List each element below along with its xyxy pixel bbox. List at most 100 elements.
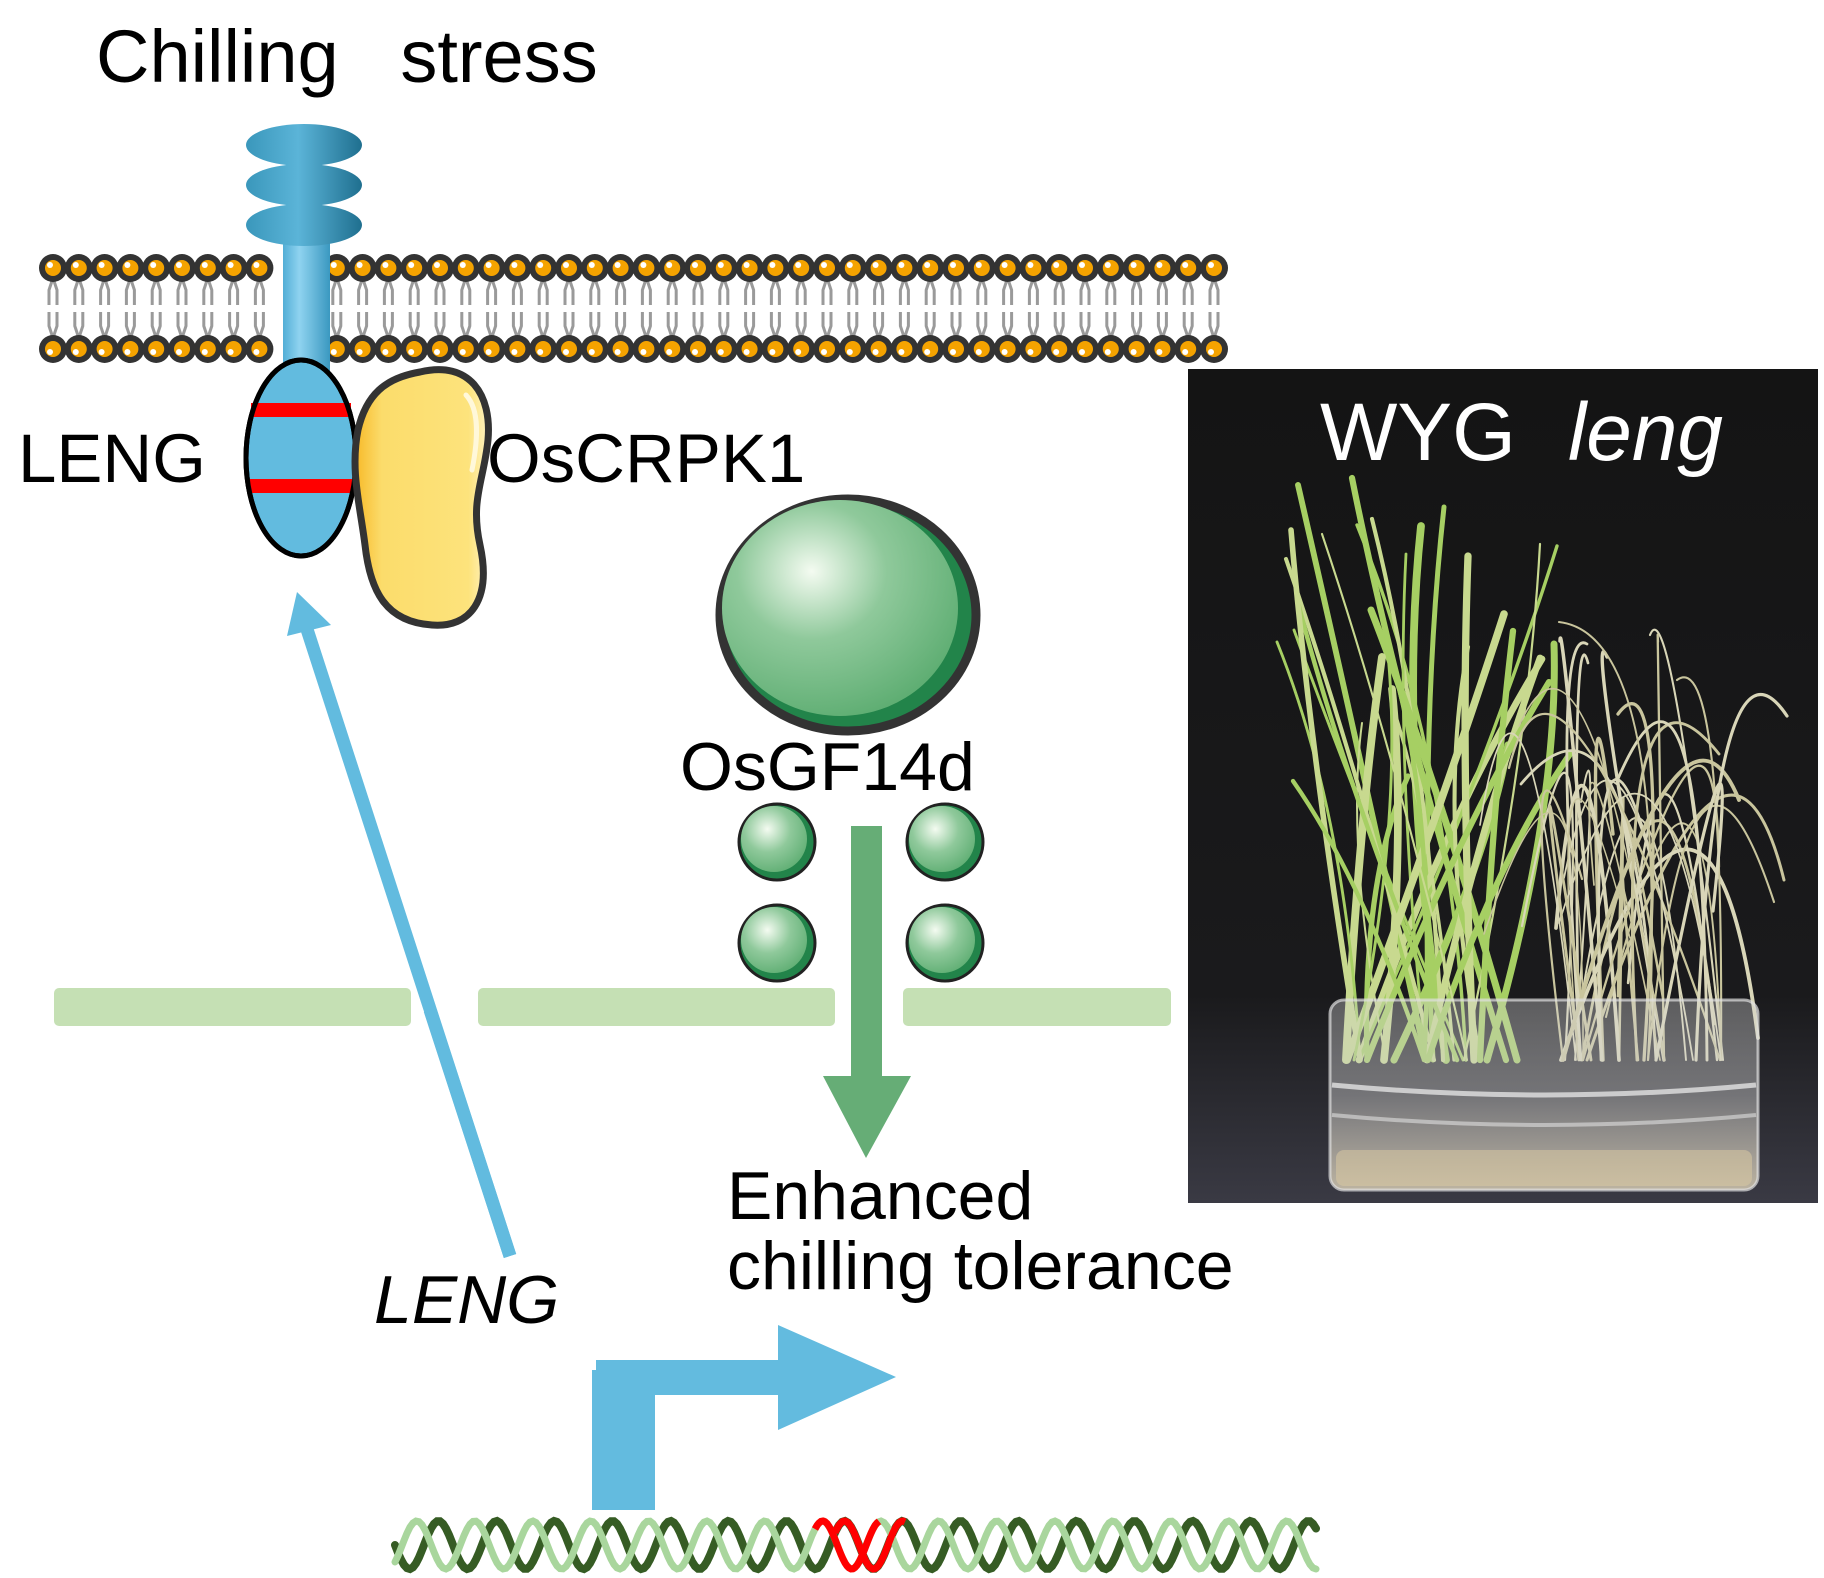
rice-leaf-mutant (1483, 811, 1584, 1061)
lipid-head (864, 335, 893, 363)
stimulus-label: Chilling stress (96, 15, 598, 98)
lipid-head (1122, 335, 1151, 363)
lipid-head (1096, 335, 1125, 363)
lipid-tail (47, 277, 59, 339)
osgf14d-small-spheres (737, 802, 985, 983)
small-sphere (905, 903, 985, 983)
small-sphere (737, 802, 817, 882)
receptor-stalk (283, 230, 330, 380)
lipid-head (735, 254, 764, 282)
lipid-tail (615, 277, 627, 339)
dna-mutation-site (811, 1517, 882, 1573)
lipid-head (787, 335, 816, 363)
rice-leaf-mutant (1616, 796, 1625, 1062)
lipid-tail (1079, 277, 1091, 339)
rice-leaf-wildtype (1320, 532, 1469, 1062)
hydroponic-container (1328, 998, 1760, 1192)
lipid-head (529, 335, 558, 363)
nuclear-membrane-segment (54, 988, 411, 1026)
lipid-head (606, 254, 635, 282)
lipid-tail (666, 277, 678, 339)
lipid-tail (486, 277, 498, 339)
lipid-tail (99, 277, 111, 339)
lipid-tail (382, 277, 394, 339)
lipid-head (477, 335, 506, 363)
lipid-tail (511, 277, 523, 339)
lipid-tail (1053, 277, 1065, 339)
rice-leaf-mutant (1507, 712, 1722, 1062)
lipid-head (90, 335, 119, 363)
lipid-head (529, 254, 558, 282)
rice-leaf-wildtype (1275, 640, 1362, 1062)
rice-leaf-mutant (1575, 653, 1590, 1062)
rice-leaf-wildtype (1283, 556, 1437, 1063)
oscrpk1-kinase-shape (351, 366, 492, 629)
lipid-head (684, 254, 712, 282)
lipid-head (503, 335, 532, 363)
rice-leaf-mutant (1518, 687, 1665, 1061)
lipid-head (942, 335, 970, 363)
lipid-head (916, 254, 945, 282)
rice-leaf-wildtype (1401, 552, 1428, 1062)
lipid-head (142, 335, 171, 363)
lipid-head (348, 254, 377, 282)
leng-receptor (243, 124, 362, 559)
rice-leaf-wildtype (1384, 640, 1430, 1063)
lipid-head (400, 335, 429, 363)
lipid-head (735, 335, 764, 363)
rice-leaf-wildtype (1462, 542, 1542, 1062)
rice-leaf-wildtype (1423, 654, 1544, 1064)
lipid-tail (1208, 277, 1220, 339)
lipid-tail (950, 277, 962, 339)
lipid-tail (795, 277, 807, 339)
lipid-tail (176, 277, 188, 339)
lipid-head (1200, 254, 1228, 282)
rice-leaf-wildtype (1461, 552, 1478, 1064)
lipid-head (580, 335, 609, 363)
lipid-tail (692, 277, 704, 339)
lipid-head (580, 254, 609, 282)
lipid-head (993, 254, 1022, 282)
lipid-head (1019, 254, 1048, 282)
lipid-tail (124, 277, 136, 339)
lipid-head (967, 335, 996, 363)
lipid-head (1045, 254, 1074, 282)
lipid-head (64, 335, 93, 363)
lipid-head (1096, 254, 1125, 282)
rice-leaf-wildtype (1352, 617, 1394, 1062)
lipid-head (142, 254, 171, 282)
lipid-head (942, 254, 970, 282)
lipid-head (451, 335, 480, 363)
arrow-head (287, 592, 331, 636)
lipid-tail (357, 277, 369, 339)
lipid-head (1148, 254, 1177, 282)
plant-photo: WYG leng (1188, 369, 1818, 1203)
kinase-label: OsCRPK1 (487, 420, 805, 497)
nuclear-membrane (54, 988, 1171, 1026)
adaptor-label: OsGF14d (680, 729, 975, 805)
receptor-disc (246, 124, 362, 166)
lipid-tail (537, 277, 549, 339)
lipid-head (451, 254, 480, 282)
lipid-tail (589, 277, 601, 339)
rice-leaf-mutant (1654, 782, 1724, 1062)
small-sphere (737, 903, 817, 983)
photo-label-mutant: leng (1568, 387, 1723, 478)
lipid-head (374, 335, 403, 363)
rice-leaf-mutant (1585, 793, 1786, 1062)
lipid-head (193, 335, 222, 363)
receptor-disc (246, 204, 362, 246)
rice-leaf-mutant (1630, 721, 1721, 1062)
receptor-disc (246, 164, 362, 206)
lipid-head (632, 335, 661, 363)
lipid-head (168, 254, 196, 282)
lipid-head (632, 254, 661, 282)
lipid-tail (769, 277, 781, 339)
kidney-highlight (463, 392, 480, 473)
rice-leaf-wildtype (1476, 627, 1517, 1064)
lipid-head (658, 254, 687, 282)
lipid-tail (898, 277, 910, 339)
lipid-head (993, 335, 1022, 363)
lipid-head (193, 254, 222, 282)
